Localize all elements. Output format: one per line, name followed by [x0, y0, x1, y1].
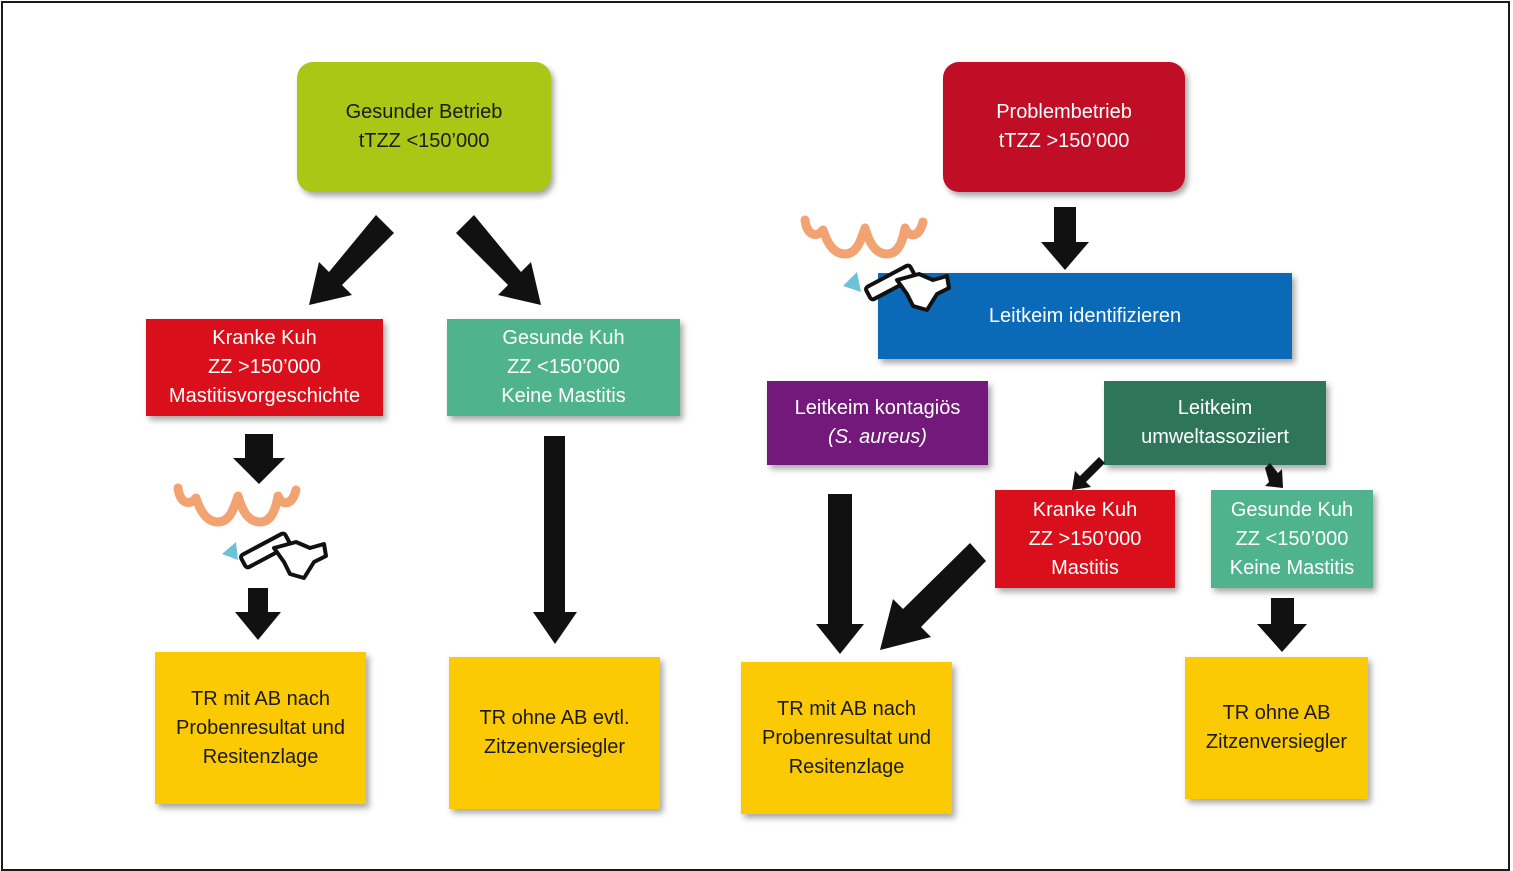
left-sick-cow-line-2: ZZ >150’000	[208, 356, 321, 378]
arrow-problem-to-identify	[1041, 207, 1089, 270]
environmental-line-2: umweltassoziiert	[1141, 426, 1289, 448]
right-sick-cow-box: Kranke Kuh ZZ >150’000 Mastitis	[995, 490, 1175, 588]
arrow-root-to-left-sick	[309, 215, 394, 305]
right-result-no-ab-line-2: Zitzenversiegler	[1205, 731, 1348, 753]
problem-farm-line-2: tTZZ >150’000	[998, 130, 1130, 152]
left-result-ab-box: TR mit AB nach Probenresultat und Resite…	[155, 652, 366, 804]
environmental-line-1: Leitkeim	[1177, 397, 1253, 419]
left-result-no-ab-line-2: Zitzenversiegler	[483, 736, 626, 758]
left-healthy-cow-line-2: ZZ <150’000	[507, 356, 620, 378]
arrow-sick-to-result	[880, 543, 986, 650]
problem-farm-line-1: Problembetrieb	[996, 101, 1132, 123]
right-sick-cow-line-3: Mastitis	[1051, 556, 1119, 579]
left-healthy-cow-line-3: Keine Mastitis	[501, 385, 626, 407]
arrow-right-healthy-to-result	[1257, 598, 1307, 652]
problem-farm-box: Problembetrieb tTZZ >150’000	[943, 62, 1185, 192]
right-result-no-ab-box: TR ohne AB Zitzenversiegler	[1185, 657, 1368, 799]
left-sick-cow-line-3: Mastitisvorgeschichte	[168, 385, 361, 407]
arrow-contagious-to-result	[816, 494, 864, 654]
left-result-no-ab-line-1: TR ohne AB evtl.	[479, 707, 630, 729]
right-healthy-cow-line-2: ZZ <150’000	[1235, 527, 1349, 550]
udder-sample-icon	[173, 483, 328, 580]
contagious-pathogen-box: Leitkeim kontagiös (S. aureus)	[767, 381, 988, 465]
contagious-line-2: (S. aureus)	[828, 426, 927, 448]
right-result-ab-line-1: TR mit AB nach	[777, 697, 916, 720]
left-result-ab-line-1: TR mit AB nach	[191, 687, 330, 710]
healthy-farm-box: Gesunder Betrieb tTZZ <150’000	[297, 62, 551, 192]
arrow-left-icon-to-result	[235, 588, 281, 640]
udder-sample-icon	[800, 215, 951, 312]
arrow-env-to-sick	[1072, 457, 1105, 490]
right-result-ab-line-2: Probenresultat und	[761, 726, 931, 749]
right-healthy-cow-line-3: Keine Mastitis	[1229, 556, 1355, 579]
left-healthy-cow-box: Gesunde Kuh ZZ <150’000 Keine Mastitis	[447, 319, 680, 416]
healthy-farm-line-1: Gesunder Betrieb	[345, 101, 503, 123]
arrow-left-healthy-to-result	[533, 436, 577, 644]
contagious-line-1: Leitkeim kontagiös	[794, 397, 961, 419]
left-result-ab-line-3: Resitenzlage	[202, 745, 319, 768]
arrow-env-to-healthy	[1265, 463, 1283, 488]
arrow-root-to-left-healthy	[456, 215, 541, 305]
left-result-no-ab-box: TR ohne AB evtl. Zitzenversiegler	[449, 657, 660, 809]
right-result-ab-box: TR mit AB nach Probenresultat und Resite…	[741, 662, 952, 814]
identify-pathogen-label: Leitkeim identifizieren	[988, 304, 1182, 327]
left-healthy-cow-line-1: Gesunde Kuh	[502, 327, 625, 349]
right-healthy-cow-box: Gesunde Kuh ZZ <150’000 Keine Mastitis	[1211, 490, 1373, 588]
healthy-farm-line-2: tTZZ <150’000	[358, 130, 490, 152]
right-healthy-cow-line-1: Gesunde Kuh	[1230, 498, 1354, 521]
arrow-left-sick-to-icon	[233, 434, 285, 484]
right-result-ab-line-3: Resitenzlage	[788, 755, 905, 778]
right-sick-cow-line-1: Kranke Kuh	[1032, 498, 1138, 521]
left-result-ab-line-2: Probenresultat und	[175, 716, 345, 739]
left-sick-cow-line-1: Kranke Kuh	[212, 327, 317, 349]
left-sick-cow-box: Kranke Kuh ZZ >150’000 Mastitisvorgeschi…	[146, 319, 383, 416]
right-sick-cow-line-2: ZZ >150’000	[1028, 527, 1142, 550]
right-result-no-ab-line-1: TR ohne AB	[1222, 702, 1331, 724]
environmental-pathogen-box: Leitkeim umweltassoziiert	[1104, 381, 1326, 465]
